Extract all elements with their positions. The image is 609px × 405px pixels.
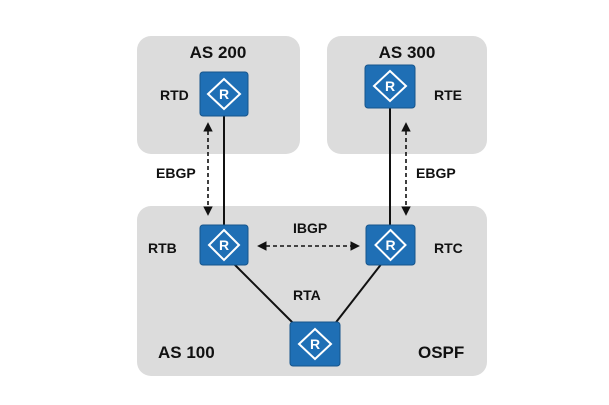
ebgp-left-label: EBGP xyxy=(156,165,196,181)
router-diamond-icon xyxy=(207,228,241,262)
router-letter: R xyxy=(385,237,395,253)
rtc-label: RTC xyxy=(434,240,463,256)
rtd-label: RTD xyxy=(160,87,189,103)
router-icon xyxy=(199,224,249,266)
as300-title: AS 300 xyxy=(379,43,436,62)
router-icon xyxy=(289,321,341,367)
router-rte: R xyxy=(364,64,416,109)
as100-title: AS 100 xyxy=(158,343,215,362)
link-rtc-rta xyxy=(329,257,387,331)
ibgp-label: IBGP xyxy=(293,220,327,236)
router-letter: R xyxy=(310,336,320,352)
router-icon xyxy=(365,224,416,266)
link-rtb-rta xyxy=(227,257,301,331)
router-letter: R xyxy=(385,78,395,94)
ebgp-right-label: EBGP xyxy=(416,165,456,181)
rte-label: RTE xyxy=(434,87,462,103)
router-rta: R xyxy=(289,321,341,367)
router-letter: R xyxy=(219,237,229,253)
router-diamond-icon xyxy=(206,77,242,111)
as100-igp-label: OSPF xyxy=(418,343,464,362)
router-diamond-icon xyxy=(374,228,407,262)
router-icon xyxy=(364,64,416,109)
router-letter: R xyxy=(219,86,229,102)
rta-label: RTA xyxy=(293,287,321,303)
as200-title: AS 200 xyxy=(190,43,247,62)
router-diamond-icon xyxy=(297,327,333,361)
router-icon xyxy=(199,71,249,117)
router-rtd: R xyxy=(199,71,249,117)
router-rtb: R xyxy=(199,224,249,266)
router-diamond-icon xyxy=(372,69,408,103)
rtb-label: RTB xyxy=(148,240,177,256)
router-rtc: R xyxy=(365,224,416,266)
